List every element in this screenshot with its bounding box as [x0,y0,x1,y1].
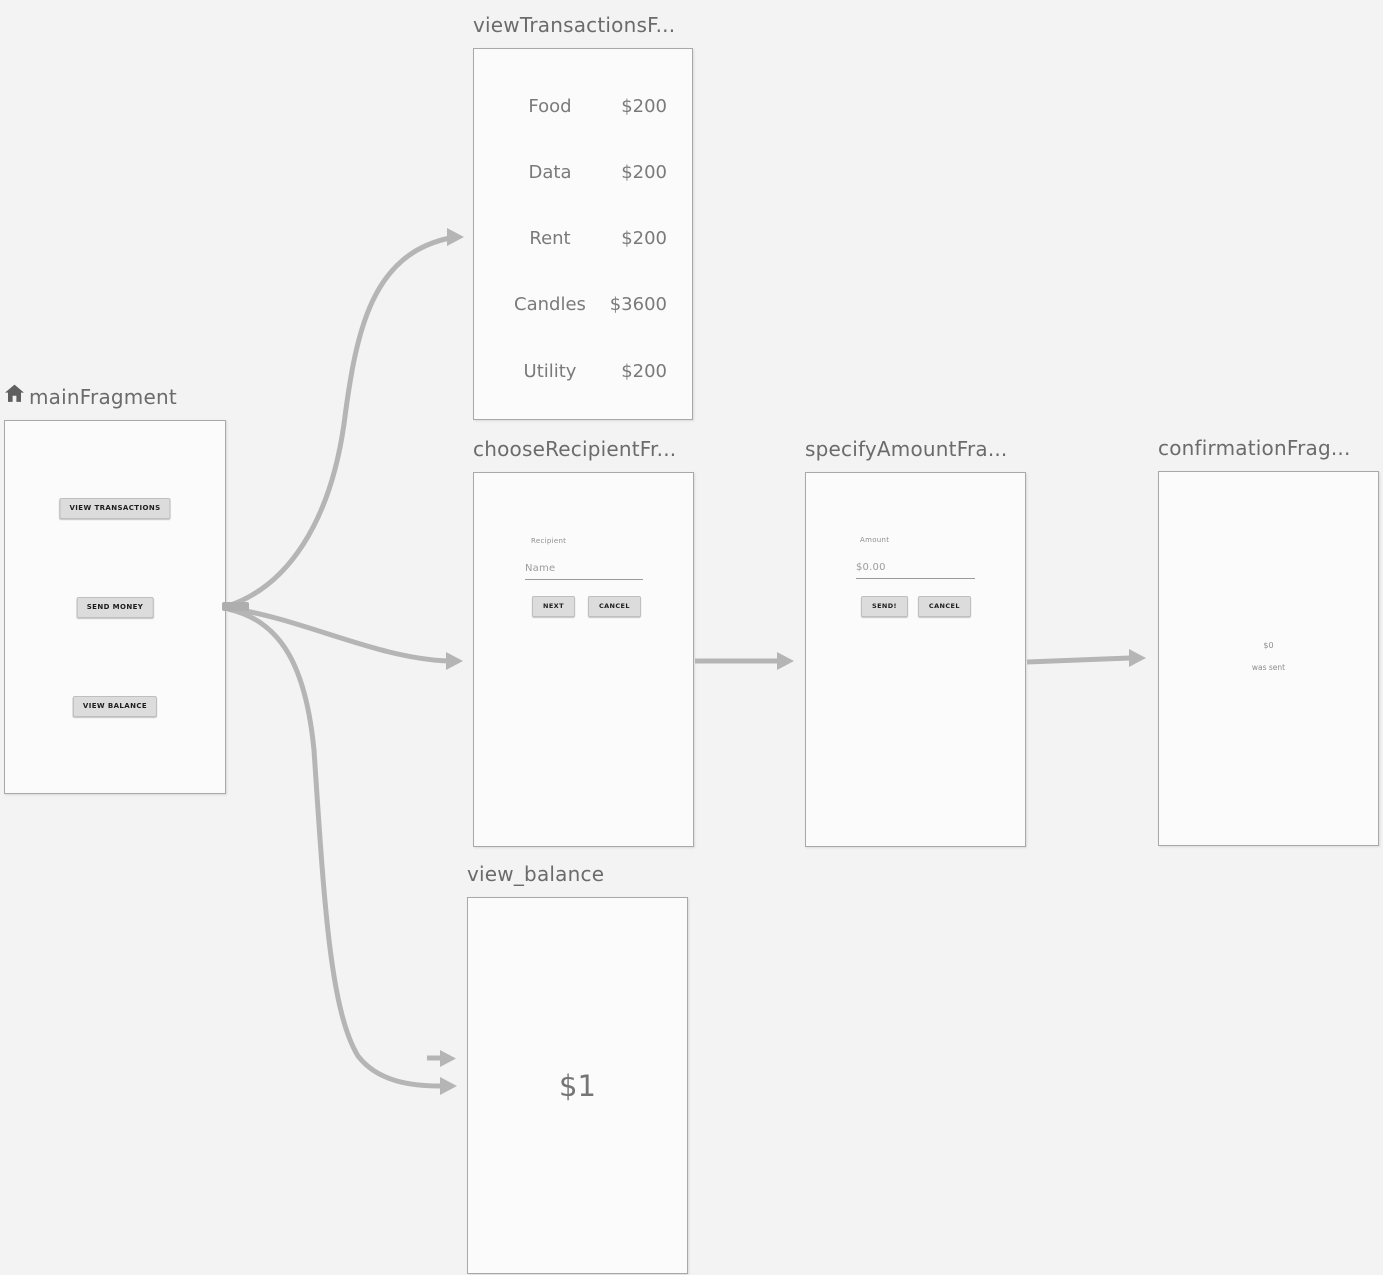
fragment-title-view-balance[interactable]: view_balance [467,861,688,887]
confirmation-amount-text: $0 [1263,641,1274,650]
balance-amount-text: $1 [559,1068,596,1103]
action-arrow-specify-amount-to-confirmation[interactable] [1026,649,1146,667]
transaction-label: Data [528,161,572,183]
preview-cancel-button: CANCEL [587,596,641,617]
fragment-title-choose-recipient-label: chooseRecipientFr... [473,437,677,461]
transaction-row: Rent $200 [474,225,692,251]
amount-field-label: Amount [860,536,890,544]
preview-view-transactions-button: VIEW TRANSACTIONS [59,498,171,519]
transaction-row: Data $200 [474,159,692,185]
action-arrow-main-to-view-transactions[interactable] [227,228,464,609]
fragment-card-specify-amount[interactable]: Amount $0.00 SEND! CANCEL [805,472,1026,847]
fragment-group-choose-recipient: chooseRecipientFr... Recipient Name NEXT… [473,436,694,847]
amount-input-value: $0.00 [856,562,886,573]
recipient-input-underline [525,579,643,580]
transaction-label: Rent [529,227,571,249]
fragment-title-view-balance-label: view_balance [467,862,605,886]
transaction-label: Utility [523,360,577,382]
transaction-amount: $200 [621,227,667,249]
action-arrow-main-to-choose-recipient[interactable] [227,605,463,670]
home-icon [4,383,25,410]
recipient-input-placeholder: Name [525,563,556,574]
fragment-card-confirmation[interactable]: $0 was sent [1158,471,1379,846]
fragment-title-main-label: mainFragment [29,384,177,409]
fragment-group-main: mainFragment VIEW TRANSACTIONS SEND MONE… [4,383,226,794]
fragment-group-view-transactions: viewTransactionsF... Food $200 Data $200… [473,12,693,420]
transaction-row: Food $200 [474,93,692,119]
fragment-card-view-balance[interactable]: $1 [467,897,688,1274]
fragment-group-view-balance: view_balance $1 [467,861,688,1274]
fragment-title-specify-amount-label: specifyAmountFra... [805,437,1008,461]
fragment-title-main[interactable]: mainFragment [4,383,226,410]
preview-next-button: NEXT [532,596,575,617]
fragment-title-confirmation-label: confirmationFrag... [1158,436,1351,460]
transaction-amount: $200 [621,161,667,183]
preview-send-money-button: SEND MONEY [76,597,154,618]
fragment-group-specify-amount: specifyAmountFra... Amount $0.00 SEND! C… [805,436,1026,847]
fragment-card-main[interactable]: VIEW TRANSACTIONS SEND MONEY VIEW BALANC… [4,420,226,794]
fragment-group-confirmation: confirmationFrag... $0 was sent [1158,435,1379,846]
action-arrow-choose-recipient-to-specify-amount[interactable] [695,652,794,670]
fragment-title-specify-amount[interactable]: specifyAmountFra... [805,436,1026,462]
action-arrow-main-to-view-balance[interactable] [227,606,457,1095]
fragment-title-choose-recipient[interactable]: chooseRecipientFr... [473,436,694,462]
transaction-amount: $200 [621,95,667,117]
amount-input-underline [856,578,975,579]
fragment-card-choose-recipient[interactable]: Recipient Name NEXT CANCEL [473,472,694,847]
transaction-label: Candles [514,293,586,315]
preview-view-balance-button: VIEW BALANCE [72,696,158,717]
transaction-row: Utility $200 [474,358,692,384]
fragment-card-view-transactions[interactable]: Food $200 Data $200 Rent $200 Candles $3… [473,48,693,420]
fragment-title-view-transactions-label: viewTransactionsF... [473,13,676,37]
confirmation-message-text: was sent [1251,663,1286,672]
fragment-title-view-transactions[interactable]: viewTransactionsF... [473,12,693,38]
fragment-title-confirmation[interactable]: confirmationFrag... [1158,435,1379,461]
transaction-row: Candles $3600 [474,291,692,317]
transaction-label: Food [528,95,572,117]
action-origin-handle[interactable] [222,602,249,611]
recipient-field-label: Recipient [531,537,567,545]
transaction-amount: $200 [621,360,667,382]
action-arrow-stub-to-view-balance[interactable] [427,1050,456,1067]
preview-send-button: SEND! [861,596,908,617]
transaction-amount: $3600 [609,293,667,315]
preview-cancel-button: CANCEL [917,596,971,617]
